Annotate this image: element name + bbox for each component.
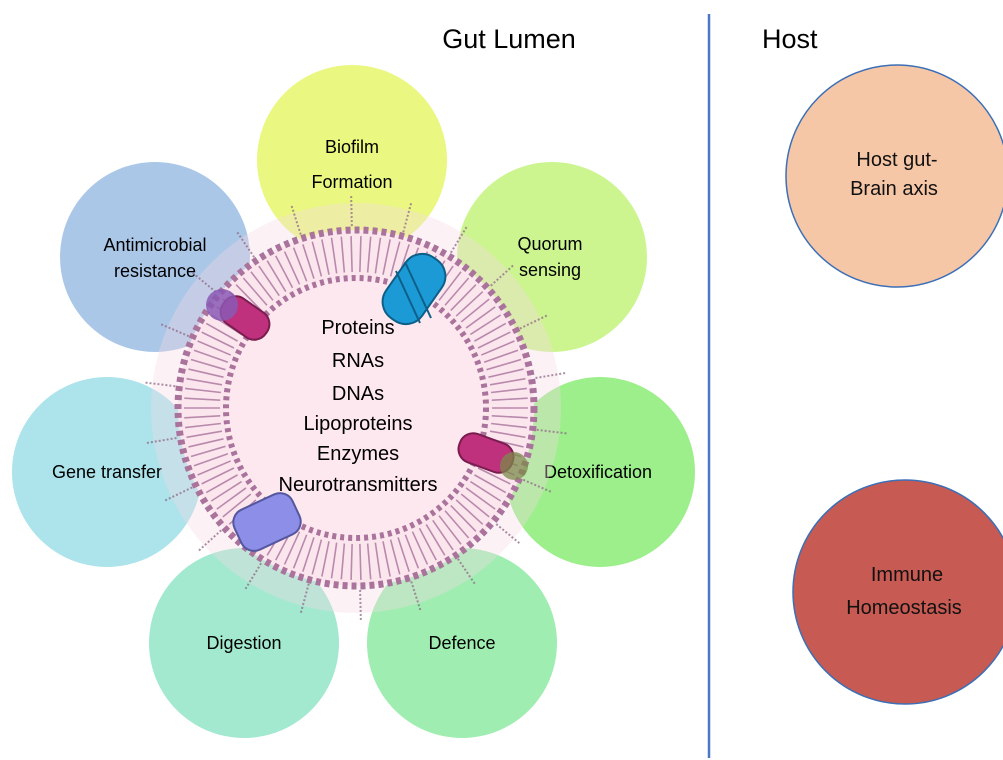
membrane-protein-magenta-left [206,289,271,341]
membrane-protein-blue [381,252,447,326]
bubble-detoxification: Detoxification [505,377,695,567]
cargo-enzymes: Enzymes [317,443,399,465]
bubble-gene-line1: Gene transfer [52,462,162,482]
bubble-antimicrobial-line1: Antimicrobial [103,235,206,255]
immune-line1: Immune [871,564,943,586]
bubble-antimicrobial-resistance: Antimicrobial resistance [60,162,250,352]
membrane-protein-purple [232,492,302,552]
gut-lumen-title: Gut Lumen [442,24,576,54]
bubble-quorum-line1: Quorum [517,234,582,254]
extracellular-vesicle: Proteins RNAs DNAs Lipoproteins Enzymes … [145,196,567,620]
immune-line2: Homeostasis [846,597,962,619]
bubble-antimicrobial-line2: resistance [114,261,196,281]
surface-lipopolysaccharides [145,196,567,620]
host-title: Host [762,24,818,54]
cargo-rnas: RNAs [332,350,384,372]
gut-brain-line1: Host gut- [856,149,937,171]
bubble-biofilm-line2: Formation [311,172,392,192]
cargo-proteins: Proteins [321,317,394,339]
host-gut-brain-axis: Host gut- Brain axis [785,64,1003,288]
bubble-digestion-line1: Digestion [206,633,281,653]
cargo-neurotransmitters: Neurotransmitters [279,474,438,496]
bubble-defence-line1: Defence [428,633,495,653]
bubble-digestion: Digestion [149,548,339,738]
bubble-biofilm: Biofilm Formation [257,65,447,255]
vesicle-inner-membrane [223,275,489,541]
cargo-lipoproteins: Lipoproteins [304,413,413,435]
cargo-dnas: DNAs [332,383,384,405]
gut-brain-line2: Brain axis [850,178,938,200]
bubble-defence: Defence [367,548,557,738]
bubble-detox-line1: Detoxification [544,462,652,482]
bubble-quorum-line2: sensing [519,260,581,280]
host-immune-homeostasis: Immune Homeostasis [792,479,1003,705]
membrane-protein-magenta-right [457,432,528,480]
bubble-biofilm-line1: Biofilm [325,137,379,157]
bubble-gene-transfer: Gene transfer [12,377,202,567]
